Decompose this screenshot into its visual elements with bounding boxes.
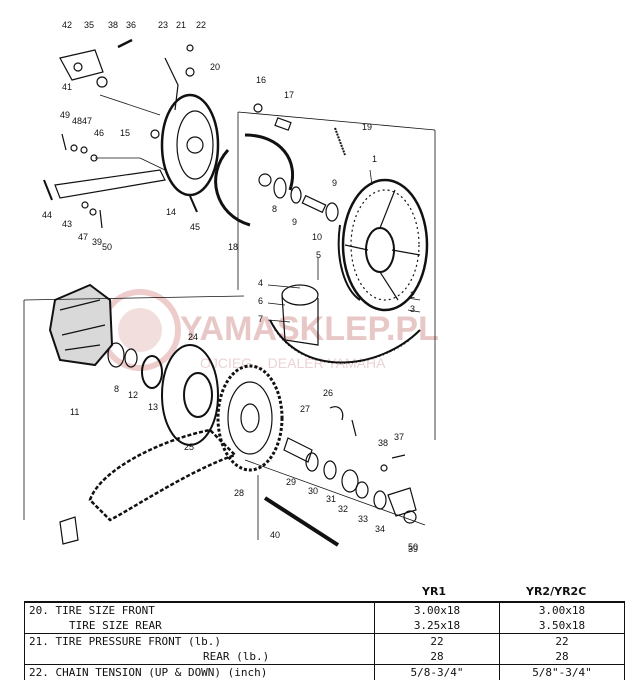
callout-number: 50 [102,242,112,252]
callout-number: 38 [378,438,388,448]
spec-row: TIRE SIZE REAR 3.25x18 3.50x18 [24,618,625,634]
callout-number: 39 [92,237,102,247]
callout-number: 7 [258,314,263,324]
callout-number: 21 [176,20,186,30]
callout-number: 15 [120,128,130,138]
exploded-parts-diagram: YAMASKLEP.PL OJCIEG... DEALER YAMAHA [23,20,439,554]
spec-column-headers: YR1 YR2/YR2C [24,583,624,601]
callout-number: 37 [394,432,404,442]
hub-damper [48,283,114,367]
spec-row: 21. TIRE PRESSURE FRONT (lb.) 22 22 [24,633,625,649]
callout-number: 23 [158,20,168,30]
column-header-yr1: YR1 [422,585,447,598]
callout-number: 32 [338,504,348,514]
callout-number: 17 [284,90,294,100]
rear-sprocket [216,364,284,472]
chain-case [269,284,421,364]
spec-row: 22. CHAIN TENSION (UP & DOWN) (inch) 5/8… [24,664,625,680]
watermark-tagline: OJCIEG... DEALER YAMAHA [200,355,386,371]
callout-number: 40 [270,530,280,540]
spec-value-yr1: 5/8-3/4" [374,664,500,680]
callout-number: 48 [72,116,82,126]
callout-number: 1 [372,154,377,164]
callout-number: 45 [190,222,200,232]
callout-number: 50 [408,542,418,552]
watermark-brand: YAMASKLEP.PL [180,310,439,348]
callout-number: 3 [410,304,415,314]
callout-number: 43 [62,219,72,229]
spec-value-yr2: 22 [499,633,625,649]
spec-value-yr1: 3.00x18 [374,601,500,618]
hardware [43,38,406,545]
spec-label: REAR (lb.) [24,649,375,665]
callout-number: 30 [308,486,318,496]
spec-value-yr2: 3.00x18 [499,601,625,618]
callout-number: 28 [234,488,244,498]
callout-number: 38 [108,20,118,30]
callout-number: 12 [128,390,138,400]
spec-label: TIRE SIZE REAR [24,618,375,634]
spec-value-yr2: 5/8"-3/4" [499,664,625,680]
callout-number: 11 [70,407,79,417]
callout-number: 20 [210,62,220,72]
leader-lines [23,94,436,540]
drive-chain [88,428,238,522]
brake-shoes [214,133,295,227]
callout-number: 9 [292,217,297,227]
callout-number: 33 [358,514,368,524]
torque-arm [54,169,166,199]
callout-number: 22 [196,20,206,30]
callout-number: 35 [84,20,94,30]
spec-value-yr1: 3.25x18 [374,618,500,634]
callout-number: 47 [82,116,92,126]
spec-value-yr2: 3.50x18 [499,618,625,634]
callout-number: 8 [114,384,119,394]
callout-number: 9 [332,178,337,188]
callout-number: 27 [300,404,310,414]
callout-number: 36 [126,20,136,30]
sprocket-carrier [161,344,219,446]
spec-row: REAR (lb.) 28 28 [24,649,625,665]
callout-number: 2 [410,290,415,300]
callout-number: 19 [362,122,372,132]
callout-number: 6 [258,296,263,306]
callout-number: 5 [316,250,321,260]
rear-axle [263,496,340,547]
callout-number: 26 [323,388,333,398]
spec-label: 20. TIRE SIZE FRONT [24,601,375,618]
spec-value-yr1: 22 [374,633,500,649]
callout-number: 18 [228,242,238,252]
callout-number: 42 [62,20,72,30]
callout-number: 10 [312,232,322,242]
callout-number: 8 [272,204,277,214]
spec-label: 22. CHAIN TENSION (UP & DOWN) (inch) [24,664,375,680]
spec-value-yr2: 28 [499,649,625,665]
spec-row: 20. TIRE SIZE FRONT 3.00x18 3.00x18 [24,601,625,618]
watermark: YAMASKLEP.PL OJCIEG... DEALER YAMAHA [99,289,439,371]
callout-number: 13 [148,402,158,412]
rear-hub [337,178,429,312]
callout-number: 31 [326,494,336,504]
callout-number: 25 [184,442,194,452]
brake-plate [160,93,220,197]
callout-number: 49 [60,110,70,120]
callout-number: 4 [258,278,263,288]
callout-number: 14 [166,207,176,217]
spec-table: YR1 YR2/YR2C 20. TIRE SIZE FRONT 3.00x18… [24,583,625,680]
callout-number: 47 [78,232,88,242]
spacers-bearings [107,177,417,524]
callout-number: 24 [188,332,198,342]
callout-number: 34 [375,524,385,534]
callout-number: 46 [94,128,104,138]
spec-value-yr1: 28 [374,649,500,665]
column-header-yr2: YR2/YR2C [526,585,587,598]
spec-label: 21. TIRE PRESSURE FRONT (lb.) [24,633,375,649]
callout-number: 44 [42,210,52,220]
callout-number: 29 [286,477,296,487]
callout-number: 41 [62,82,72,92]
callout-number: 39 [408,544,418,554]
callout-number: 16 [256,75,266,85]
